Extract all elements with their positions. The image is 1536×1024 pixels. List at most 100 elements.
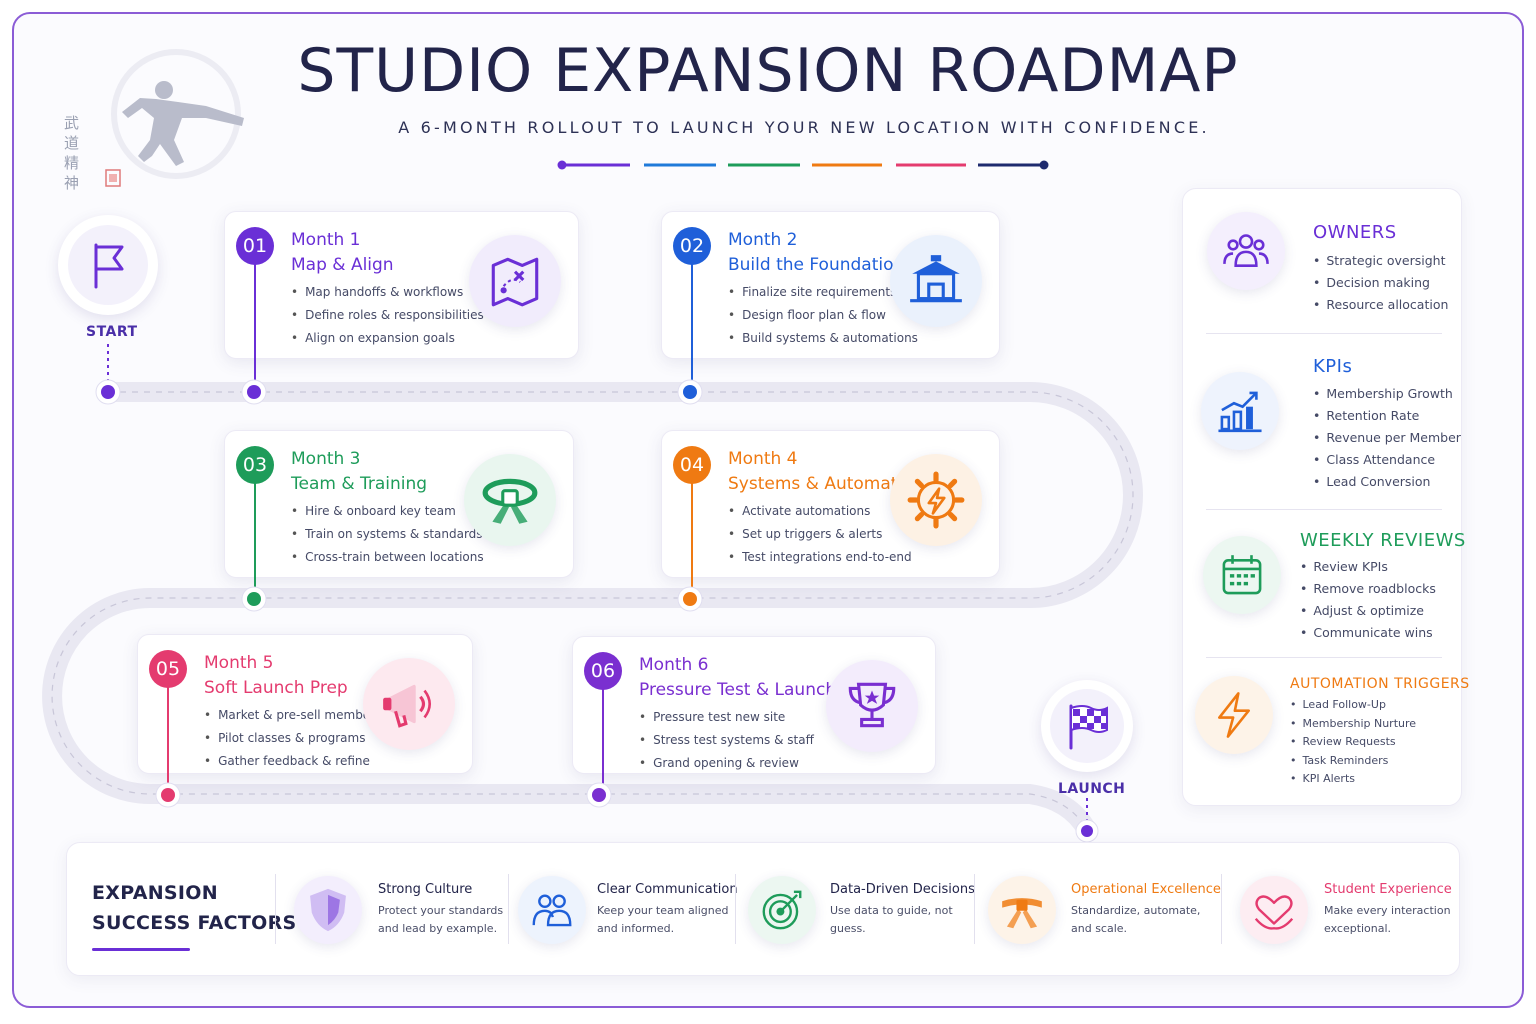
bullet-item: Pilot classes & programs — [204, 727, 406, 750]
megaphone-icon — [383, 684, 431, 728]
month-icon-badge — [890, 235, 982, 327]
success-factor-title: Student Experience — [1324, 882, 1452, 897]
panel-list-item: Decision making — [1313, 272, 1448, 294]
success-factor-icon-badge — [748, 876, 816, 944]
panel-divider — [1206, 333, 1442, 334]
map-icon — [491, 257, 539, 307]
panel-list-item: Review KPIs — [1300, 556, 1436, 578]
bullet-item: Hire & onboard key team — [291, 500, 484, 523]
panel-section-list: Lead Follow-UpMembership NurtureReview R… — [1290, 696, 1417, 789]
bullet-item: Build systems & automations — [728, 327, 918, 350]
phase-title: Soft Launch Prep — [204, 678, 348, 698]
phase-title: Pressure Test & Launch — [639, 680, 837, 700]
month-node — [241, 586, 267, 612]
people-icon — [1223, 234, 1269, 267]
launch-node — [1075, 819, 1099, 843]
bullet-item: Test integrations end-to-end — [728, 546, 912, 569]
color-divider — [557, 160, 1049, 170]
success-factor-description: Standardize, automate, and scale. — [1071, 904, 1201, 935]
panel-section-list: Strategic oversightDecision makingResour… — [1313, 250, 1448, 316]
panel-list-item: Class Attendance — [1313, 449, 1461, 471]
bullet-item: Stress test systems & staff — [639, 729, 814, 752]
svg-text:道: 道 — [64, 134, 79, 152]
panel-list-item: Lead Follow-Up — [1290, 696, 1416, 715]
month-node — [241, 379, 267, 405]
bullet-item: Align on expansion goals — [291, 327, 484, 350]
panel-icon-badge — [1195, 676, 1273, 754]
growth-chart-icon — [1218, 391, 1262, 433]
month-label: Month 5 — [204, 653, 274, 673]
month-label: Month 6 — [639, 655, 709, 675]
month-label: Month 1 — [291, 230, 361, 250]
start-marker — [58, 215, 158, 315]
bullet-item: Activate automations — [728, 500, 912, 523]
phase-title: Build the Foundation — [728, 255, 905, 275]
panel-divider — [1206, 509, 1442, 510]
panel-list-item: Membership Nurture — [1290, 715, 1417, 734]
trophy-icon — [848, 682, 896, 728]
success-factor-divider — [508, 874, 509, 944]
panel-section-list: Review KPIsRemove roadblocksAdjust & opt… — [1300, 556, 1436, 644]
belt-knot-icon — [1002, 898, 1042, 929]
panel-list-item: KPI Alerts — [1290, 770, 1416, 789]
success-factor-description: Use data to guide, not guess. — [830, 904, 953, 935]
panel-list-item: Resource allocation — [1313, 294, 1448, 316]
bullet-item: Cross-train between locations — [291, 546, 484, 569]
panel-list-item: Communicate wins — [1300, 622, 1436, 644]
month-node — [677, 586, 703, 612]
month-connector — [167, 684, 169, 789]
svg-text:神: 神 — [64, 174, 79, 192]
page-subtitle: A 6-MONTH ROLLOUT TO LAUNCH YOUR NEW LOC… — [398, 118, 1210, 137]
panel-list-item: Lead Conversion — [1313, 471, 1461, 493]
success-factor-icon-badge — [1240, 876, 1308, 944]
phase-bullets: Market & pre-sell membershipsPilot class… — [204, 704, 406, 773]
belt-icon — [482, 478, 538, 524]
month-label: Month 4 — [728, 449, 798, 469]
bullet-item: Map handoffs & workflows — [291, 281, 484, 304]
phase-bullets: Hire & onboard key teamTrain on systems … — [291, 500, 484, 569]
month-number-badge: 03 — [236, 446, 274, 484]
launch-marker — [1041, 680, 1133, 772]
bullet-item: Market & pre-sell memberships — [204, 704, 406, 727]
panel-section-title: WEEKLY REVIEWS — [1300, 530, 1466, 551]
divider — [275, 874, 276, 944]
month-connector — [254, 480, 256, 593]
panel-list-item: Strategic oversight — [1313, 250, 1448, 272]
month-icon-badge — [890, 454, 982, 546]
success-factor-title: Operational Excellence — [1071, 882, 1221, 897]
bullet-item: Finalize site requirements — [728, 281, 918, 304]
month-node — [155, 782, 181, 808]
panel-section-title: KPIs — [1313, 356, 1353, 377]
panel-list-item: Retention Rate — [1313, 405, 1461, 427]
bullet-item: Pressure test new site — [639, 706, 814, 729]
month-label: Month 3 — [291, 449, 361, 469]
phase-title: Map & Align — [291, 255, 394, 275]
heart-hands-icon — [1254, 895, 1294, 930]
panel-section-list: Membership GrowthRetention RateRevenue p… — [1313, 383, 1461, 493]
building-icon — [910, 255, 962, 303]
bullet-item: Gather feedback & refine — [204, 750, 406, 773]
success-factor-title: Strong Culture — [378, 882, 473, 897]
svg-text:武: 武 — [64, 114, 79, 132]
title-underline — [92, 948, 190, 951]
martial-artist-logo-icon: 武 道 精 神 — [64, 49, 244, 192]
bullet-item: Set up triggers & alerts — [728, 523, 912, 546]
month-number-badge: 05 — [149, 650, 187, 688]
svg-text:精: 精 — [64, 154, 79, 172]
success-factor-title: Clear Communication — [597, 882, 738, 897]
phase-bullets: Pressure test new siteStress test system… — [639, 706, 814, 775]
month-icon-badge — [464, 454, 556, 546]
phase-title: Team & Training — [291, 474, 428, 494]
start-label: START — [86, 324, 138, 340]
success-factor-icon-badge — [988, 876, 1056, 944]
shield-icon — [310, 888, 346, 932]
success-factors-title: EXPANSION SUCCESS FACTORS — [92, 878, 296, 938]
panel-section-title: OWNERS — [1313, 222, 1397, 243]
month-connector — [691, 480, 693, 593]
phase-title: Systems & Automation — [728, 474, 924, 494]
panel-list-item: Remove roadblocks — [1300, 578, 1436, 600]
page-title: STUDIO EXPANSION ROADMAP — [297, 36, 1239, 106]
month-label: Month 2 — [728, 230, 798, 250]
panel-list-item: Membership Growth — [1313, 383, 1461, 405]
